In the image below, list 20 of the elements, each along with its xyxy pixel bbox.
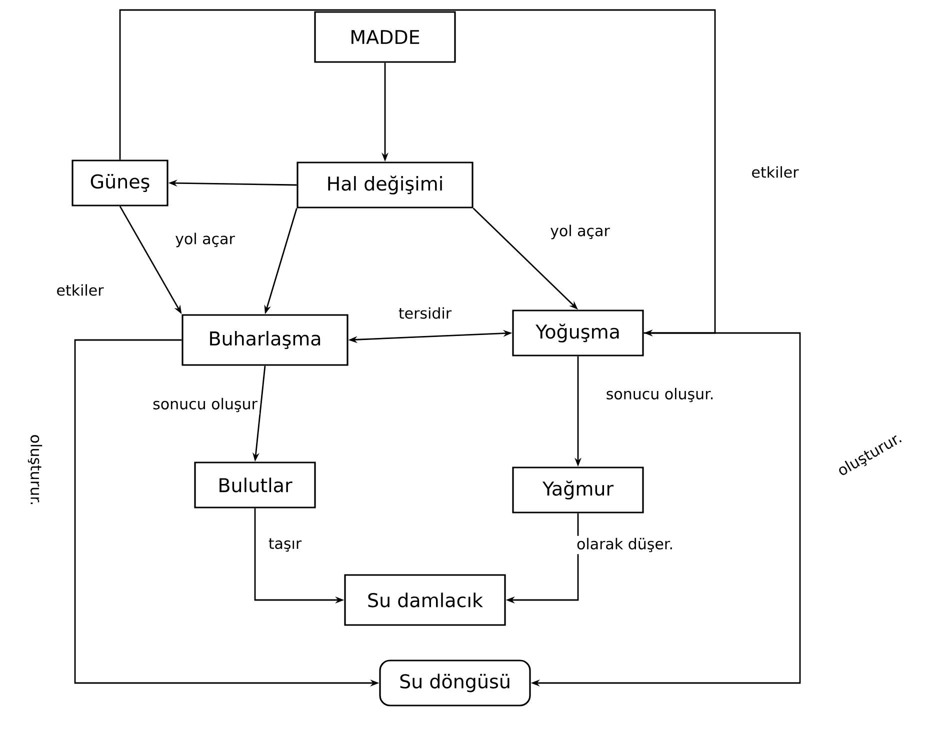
process-box: Güneş [72, 160, 168, 206]
edge-label: yol açar [548, 222, 612, 242]
edge-label: tersidir [396, 305, 454, 321]
process-box: Yağmur [512, 466, 644, 514]
edge-label: yol açar [173, 230, 237, 250]
process-box: Yoğuşma [512, 310, 644, 356]
edge-label: taşır [266, 536, 304, 554]
edge-label: olarak düşer. [574, 536, 676, 554]
rounded-box: Su döngüsü [379, 660, 531, 706]
edge-label: sonucu oluşur. [604, 386, 716, 404]
edge-label: oluşturur. [26, 432, 44, 508]
process-box: Bulutlar [194, 462, 316, 508]
arrow [119, 9, 716, 336]
edge-label: sonucu oluşur [150, 396, 260, 414]
process-box: MADDE [314, 11, 456, 63]
edge-label: etkiler [54, 282, 106, 298]
process-box: Buharlaşma [182, 314, 348, 366]
process-box: Hal değişimi [296, 162, 474, 208]
edge-label: etkiler [749, 164, 801, 180]
process-box: Su damlacık [344, 574, 506, 626]
